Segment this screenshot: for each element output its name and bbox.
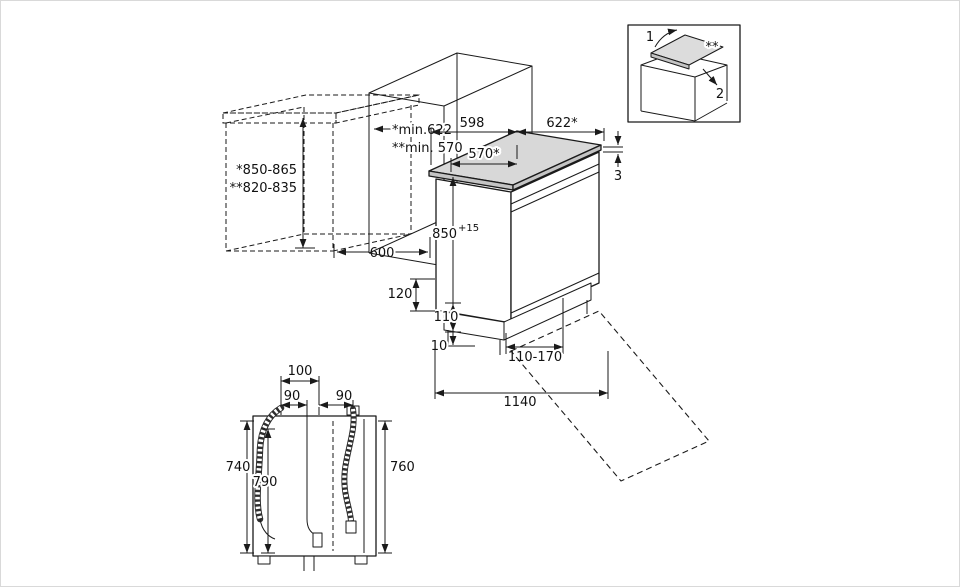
counter-slab-top: [222, 94, 420, 114]
inset-note-label: **: [706, 40, 720, 55]
rear-foot-left: [257, 555, 271, 565]
counter-cabinet-lines: [225, 105, 412, 252]
machine-side-face: [435, 178, 512, 324]
inset-step1-arrow: [654, 28, 678, 48]
dim-open-label: 1140: [503, 395, 536, 410]
rear-view-drawing: 100 90 90 740 790 760: [224, 362, 417, 571]
inset-step2-arrow: [702, 68, 718, 86]
dim-depth-label: 622*: [546, 116, 578, 131]
dim-plinth-ext-lines: [410, 278, 435, 312]
inlet-hose-connector: [345, 520, 357, 534]
machine-worktop-side-edge: [512, 144, 602, 191]
rear-bottom-outlets: [303, 556, 315, 571]
dim-topdepth-label: 570*: [468, 147, 500, 162]
drain-hose-ribs: [255, 406, 283, 520]
inset-worktop-panel-edge: [650, 52, 690, 70]
dim-recess-label: 110-170: [508, 350, 562, 365]
dim-height-label: 850: [432, 227, 457, 242]
rear-connector-stubs: [280, 407, 354, 415]
power-plug: [312, 532, 323, 548]
dim-feet-min-label: 10: [431, 339, 448, 354]
inset-step2-label: 2: [716, 87, 724, 102]
dim-height-tolerance-label: +15: [458, 223, 479, 234]
rear-790-label: 790: [253, 475, 278, 490]
dim-height-ticks: [445, 302, 475, 347]
inset-worktop-removal: 1 2 **: [627, 24, 741, 123]
inset-step1-label: 1: [646, 30, 654, 45]
machine-drawing: 598 622* 570* 3 850 +15 110 10 120 110-1…: [386, 114, 710, 482]
counter-slab-side: [335, 94, 420, 124]
rear-span-label: 100: [288, 364, 313, 379]
machine-door-face: [510, 151, 600, 324]
machine-door-lines: [510, 163, 600, 314]
rear-top-ext-lines: [280, 376, 354, 407]
rear-right-offset-label: 90: [336, 389, 353, 404]
counter-height-secondary-label: **820-835: [230, 181, 297, 196]
counter-drawing: *850-865 **820-835 600: [222, 94, 431, 263]
counter-height-primary-label: *850-865: [236, 163, 297, 178]
machine-plinth-side: [503, 282, 592, 341]
inlet-hose: [341, 406, 357, 524]
rear-foot-right: [354, 555, 368, 565]
niche-min-primary-label: *min.622: [392, 123, 452, 138]
dim-thickness-label: 3: [614, 169, 622, 184]
niche-top: [368, 52, 533, 107]
rear-left-offset-label: 90: [284, 389, 301, 404]
niche-min-secondary-label: **min. 570: [392, 141, 463, 156]
inset-cabinet-lines: [640, 65, 728, 122]
rear-760-label: 760: [390, 460, 415, 475]
dim-width-label: 598: [460, 116, 485, 131]
rear-740-label: 740: [226, 460, 251, 475]
dim-feet-label: 110: [434, 310, 459, 325]
dim-thickness-ticks: [603, 146, 623, 153]
dim-plinth-label: 120: [388, 287, 413, 302]
door-open-floor-area: [510, 310, 710, 482]
counter-slab-front: [222, 112, 337, 124]
